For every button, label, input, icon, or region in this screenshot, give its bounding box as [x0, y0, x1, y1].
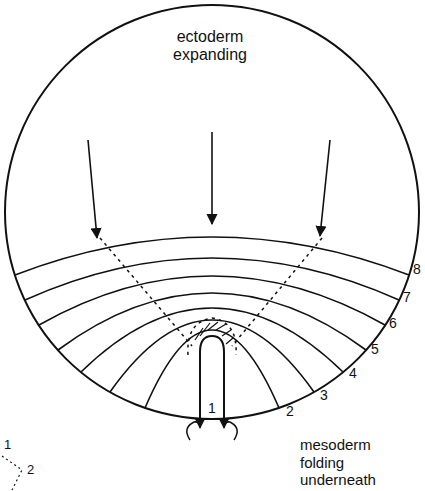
band-number: 7	[403, 290, 411, 304]
region-label: ectoderm expanding	[155, 28, 265, 65]
band-number: 3	[320, 388, 328, 402]
embryo-outline	[5, 5, 419, 419]
fragment-number: 2	[27, 463, 34, 476]
dashed-guides	[100, 238, 322, 355]
band-number: 4	[349, 366, 357, 380]
fragment-lines	[2, 456, 22, 490]
band-number: 1	[208, 401, 216, 415]
band-number: 8	[413, 262, 421, 276]
band-number: 5	[371, 342, 379, 356]
fragment-number: 1	[4, 438, 11, 451]
band-number: 2	[286, 404, 294, 418]
folding-arrows	[187, 422, 237, 440]
region-label: mesoderm folding underneath	[300, 436, 400, 488]
hatching	[195, 322, 233, 344]
cell-bands	[15, 237, 409, 418]
band-number: 6	[389, 316, 397, 330]
expansion-arrows	[88, 132, 330, 238]
